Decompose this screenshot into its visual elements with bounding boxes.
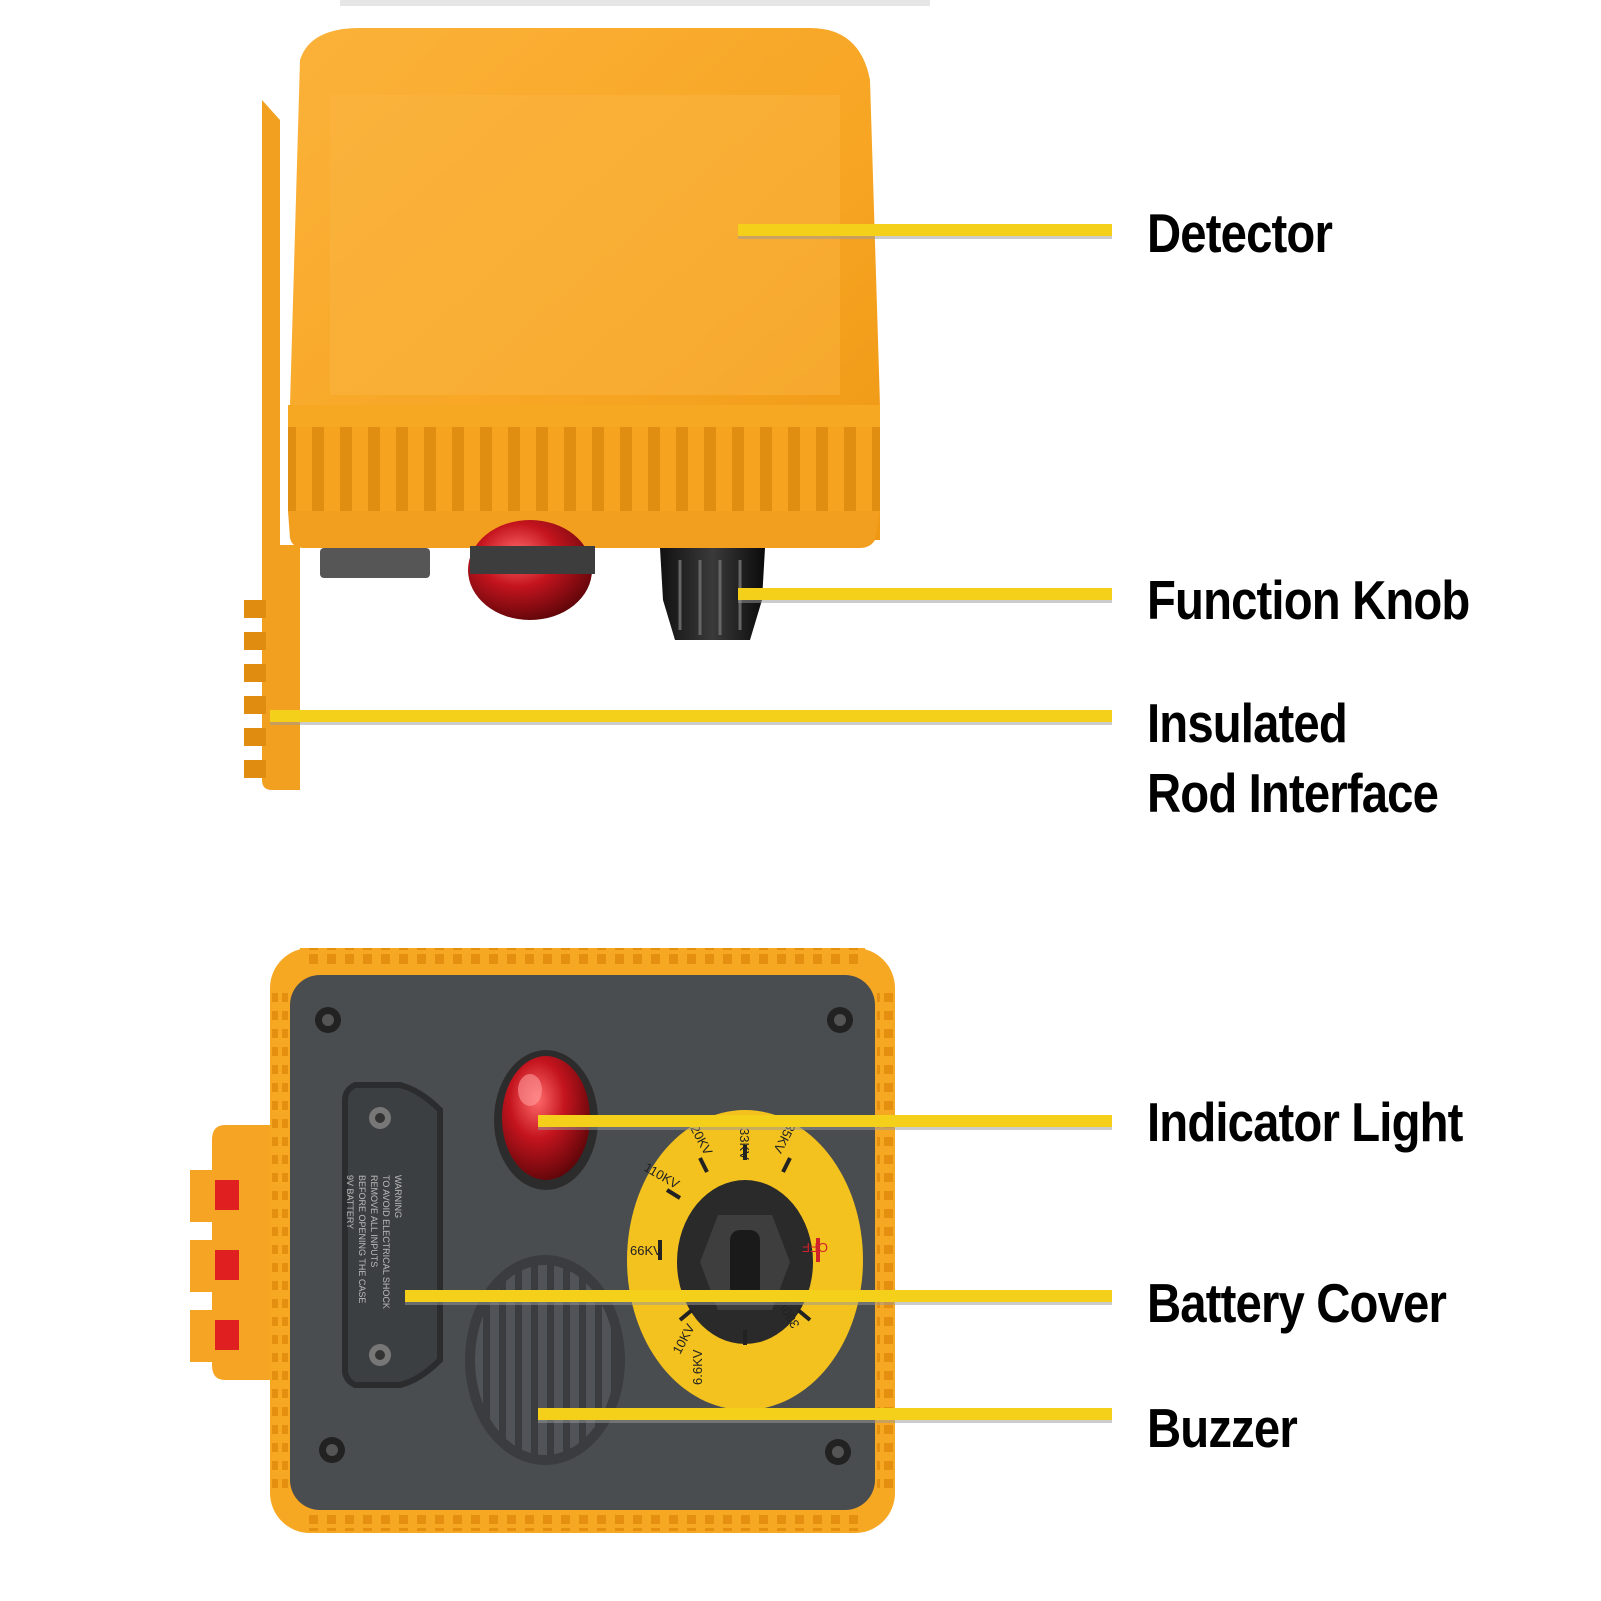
battery-warning-line: BEFORE OPENING THE CASE (357, 1175, 367, 1303)
image-top-edge (340, 0, 930, 6)
buzzer (465, 1255, 625, 1465)
knob-grip (678, 560, 742, 635)
insulated-rod-callout-line (270, 710, 1112, 722)
label-insulated-line1: Insulated (1147, 692, 1348, 754)
dial-label: 6.6KV (690, 1349, 705, 1385)
battery-warning-line: TO AVOID ELECTRICAL SHOCK (381, 1175, 391, 1309)
indicator-light-callout-line (538, 1115, 1112, 1127)
detector-callout-line (738, 224, 1112, 236)
rod-interface-teeth (244, 600, 266, 778)
function-dial[interactable]: 33KV 20KV 35KV 110KV 66KV OFF 10KV 6.6KV… (627, 1110, 863, 1410)
detector-face (330, 95, 840, 395)
dial-label-off: OFF (802, 1240, 828, 1255)
dial-label: 33KV (737, 1128, 752, 1160)
housing-ribs (288, 427, 880, 511)
bracket-hole (215, 1320, 239, 1350)
label-indicator-light: Indicator Light (1147, 1091, 1463, 1153)
screws (315, 1007, 853, 1465)
dial-ticks (658, 1145, 812, 1345)
housing-bottom (288, 511, 880, 548)
insulated-rod-interface (262, 100, 300, 790)
callout-lines-bottom (405, 1115, 1112, 1423)
detector-front-view: WARNING TO AVOID ELECTRICAL SHOCK REMOVE… (190, 948, 895, 1533)
battery-cover[interactable]: WARNING TO AVOID ELECTRICAL SHOCK REMOVE… (342, 1082, 443, 1388)
label-detector: Detector (1147, 202, 1333, 264)
bracket-hole (215, 1180, 239, 1210)
housing-band (288, 405, 880, 427)
indicator-collar (470, 546, 595, 574)
function-knob-callout-line (738, 588, 1112, 600)
label-buzzer: Buzzer (1147, 1397, 1298, 1459)
buzzer-slot (320, 548, 430, 578)
battery-warning-line: 9V BATTERY (345, 1175, 355, 1229)
battery-warning-line: WARNING (393, 1175, 403, 1218)
bracket-hole (215, 1250, 239, 1280)
label-battery-cover: Battery Cover (1147, 1272, 1447, 1334)
detector-side-view (244, 28, 880, 790)
battery-warning-line: REMOVE ALL INPUTS (369, 1175, 379, 1267)
dial-label: 66KV (630, 1243, 662, 1258)
callout-lines-top (270, 224, 1112, 725)
label-insulated-line2: Rod Interface (1147, 762, 1439, 824)
battery-cover-callout-line (405, 1290, 1112, 1302)
label-insulated-rod-interface: Insulated Rod Interface (1147, 688, 1439, 828)
buzzer-callout-line (538, 1408, 1112, 1420)
dial-pointer (730, 1230, 760, 1300)
label-function-knob: Function Knob (1147, 569, 1470, 631)
